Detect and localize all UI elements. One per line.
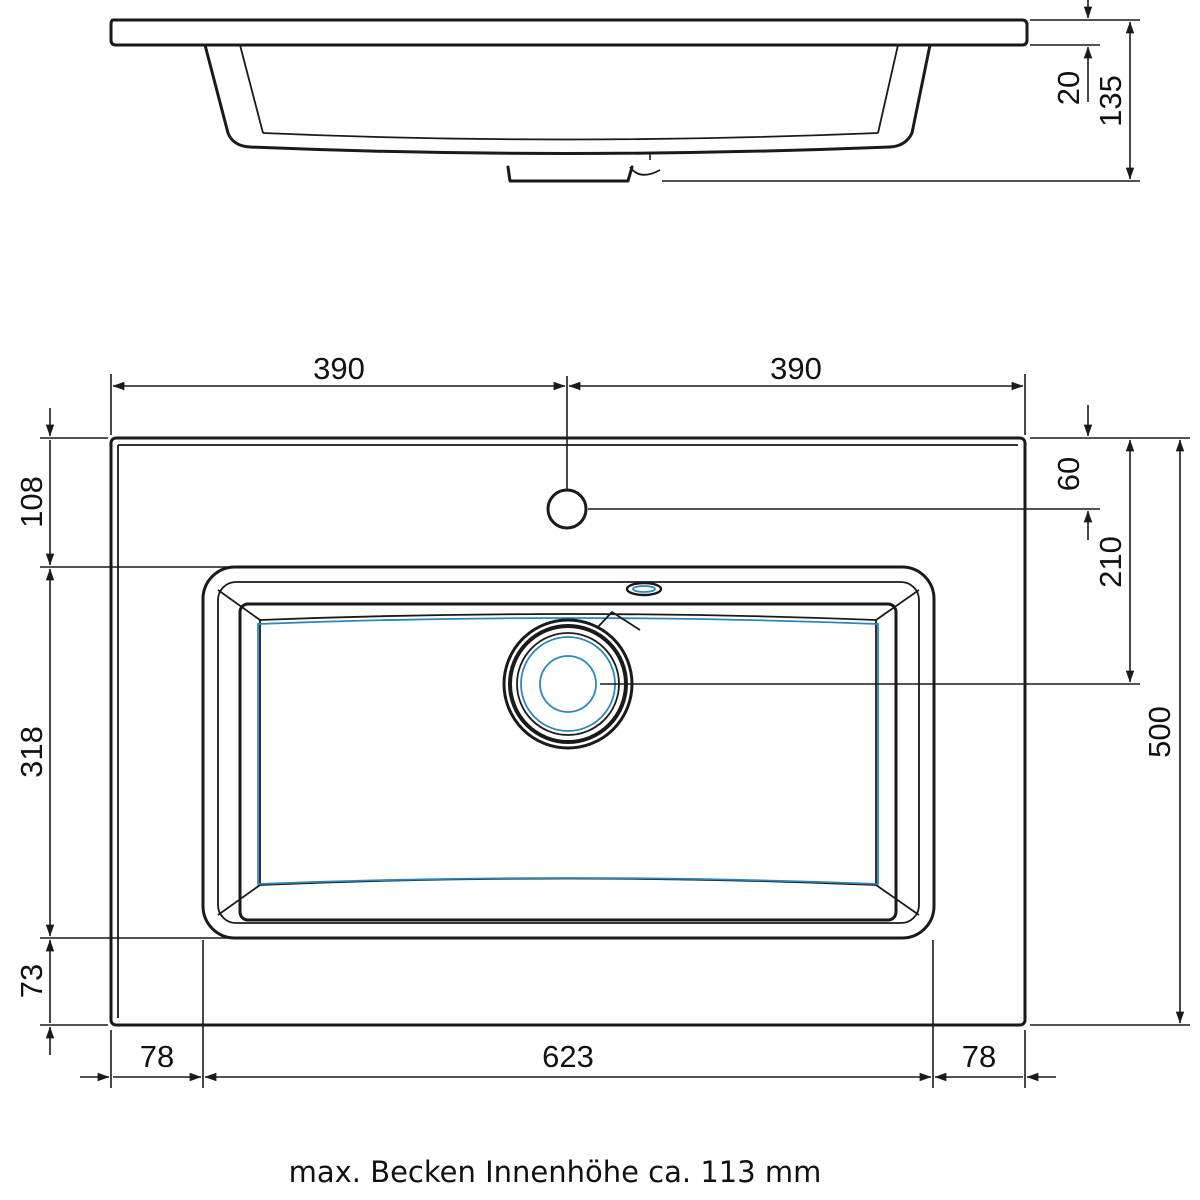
side-view-bowl-left-inner: [239, 44, 264, 134]
top-dimensions: 390 390 60 210 500 108 318 73: [14, 351, 1190, 1088]
dim-total-depth: 500: [1142, 706, 1177, 758]
side-view-bowl-right-inner: [877, 44, 899, 134]
bowl-rim-inner: [217, 581, 920, 924]
dim-total-height: 135: [1093, 75, 1128, 127]
dim-back-edge: 73: [14, 964, 49, 998]
top-view: [109, 436, 1027, 1027]
side-view: [109, 18, 1029, 183]
dim-right-margin: 78: [962, 1039, 996, 1074]
overflow-channel: [596, 611, 641, 631]
overflow-hole: [625, 581, 663, 597]
dim-rim-thickness: 20: [1051, 71, 1086, 105]
tap-hole: [546, 488, 588, 530]
dim-front-edge: 108: [14, 476, 49, 528]
dim-bowl-depth: 318: [14, 726, 49, 778]
top-view-outline: [109, 436, 1027, 1027]
dim-left-margin: 78: [140, 1039, 174, 1074]
side-view-overflow: [629, 166, 661, 176]
dim-half-width-right: 390: [770, 351, 822, 386]
side-view-bowl-floor-inner: [262, 132, 879, 141]
side-view-bowl-left-wall: [203, 43, 252, 149]
bowl-rim: [201, 565, 936, 940]
side-dimensions: 20 135: [662, 0, 1140, 182]
dim-half-width-left: 390: [313, 351, 365, 386]
dim-drain-offset: 210: [1093, 536, 1128, 588]
side-view-bowl-right-wall: [888, 43, 932, 149]
bowl-basin: [238, 602, 898, 922]
side-view-rim: [109, 18, 1029, 47]
caption: max. Becken Innenhöhe ca. 113 mm: [289, 1155, 822, 1189]
dim-tap-hole-offset: 60: [1051, 457, 1086, 491]
dim-bowl-width: 623: [542, 1039, 594, 1074]
side-view-bowl-bottom: [248, 145, 892, 155]
blue-inner-contour: [257, 617, 879, 885]
side-view-drain: [506, 165, 634, 183]
